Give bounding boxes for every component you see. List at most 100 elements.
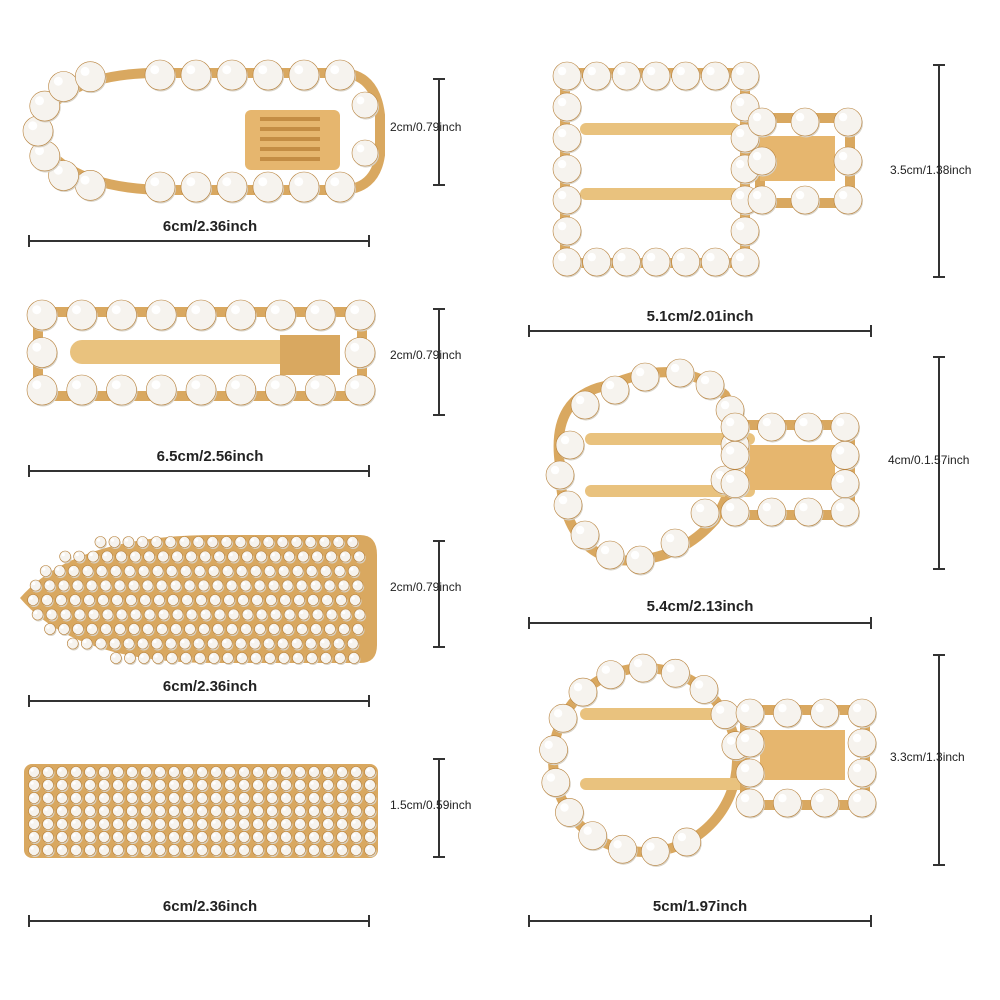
pearl [42,818,54,830]
pearl [269,608,282,621]
rectangle-width-line [28,465,370,477]
pearl [67,565,80,577]
pearl [348,652,360,664]
pearl [552,61,582,91]
pearl [364,831,376,843]
pearl-highlight [544,740,553,749]
pearl-highlight [338,807,342,811]
pearl [730,247,760,277]
pearl-highlight [254,833,258,837]
pearl [75,61,106,92]
pearl-highlight [58,846,62,850]
pearl [98,766,110,778]
pearl [224,779,236,791]
pearl [290,536,303,548]
pearl [171,550,183,563]
pearl-highlight [308,567,312,571]
pearl [66,299,98,331]
pearl [263,565,276,577]
pearl-highlight [254,846,258,850]
pearl [252,779,264,791]
pearl [346,536,359,548]
pearl [155,579,168,592]
pearl [140,831,152,843]
pearl [701,247,730,277]
pearl-highlight [156,807,160,811]
pearl-highlight [666,664,675,673]
pearl [227,550,239,563]
pearl [128,623,140,635]
pearl [322,766,334,778]
pearl-highlight [613,840,622,849]
pearl [164,637,177,650]
pearl-highlight [114,781,118,785]
pearl-group [26,299,376,407]
pearl-highlight [338,794,342,798]
pearl [101,608,114,621]
pearl-highlight [252,654,256,658]
pearl-highlight [100,794,104,798]
pearl-highlight [191,380,201,390]
pearl [59,550,71,563]
pearl-highlight [355,552,359,557]
pearl [578,821,607,850]
pearl [143,550,155,563]
pearl [122,637,135,650]
pearl [224,766,236,778]
pearl-highlight [114,768,118,772]
pearl-highlight [243,552,247,557]
pearl-highlight [145,552,149,557]
pearl-highlight [617,66,626,76]
pearl [234,637,247,650]
pearl-highlight [694,680,704,689]
pearl-highlight [366,807,370,811]
pearl [224,831,236,843]
pearl-highlight [96,538,101,542]
pearl [100,623,112,635]
pearl-highlight [46,625,50,629]
pearl [171,608,184,621]
pearl-highlight [170,781,174,785]
pearl [216,171,248,203]
pearl-highlight [194,538,199,542]
pearl-highlight [852,793,862,803]
pearl-highlight [174,610,178,615]
pearl [266,792,278,804]
pearl-highlight [60,581,64,586]
pearl [747,146,777,176]
pearl [139,594,151,606]
pearl-highlight [212,846,216,850]
pearl-highlight [665,533,675,543]
pearl [136,536,149,548]
pearl [70,818,82,830]
pearl [112,818,124,830]
pearl-highlight [187,552,191,557]
pearl-highlight [258,610,262,615]
pearl [140,766,152,778]
pearl [267,579,280,592]
pearl-highlight [254,768,258,772]
pearl-highlight [237,639,241,644]
pearl [322,818,334,830]
pearl [266,831,278,843]
pearl-highlight [284,625,288,629]
pearl [548,703,578,733]
pearl [144,171,176,203]
pearl-highlight [300,610,304,615]
pearl-highlight [88,581,92,586]
pearl [336,766,348,778]
pearl-highlight [197,596,201,600]
pearl [582,247,611,277]
pearl-highlight [835,502,845,512]
pearl [84,766,96,778]
pearl [364,792,376,804]
pearl [70,844,82,856]
pearl [350,792,362,804]
pearl [351,579,364,592]
pearl [269,550,281,563]
pearl-highlight [366,846,370,850]
pearl [154,818,166,830]
pearl-group [552,61,863,278]
pearl [346,637,359,650]
pearl-highlight [69,639,73,644]
